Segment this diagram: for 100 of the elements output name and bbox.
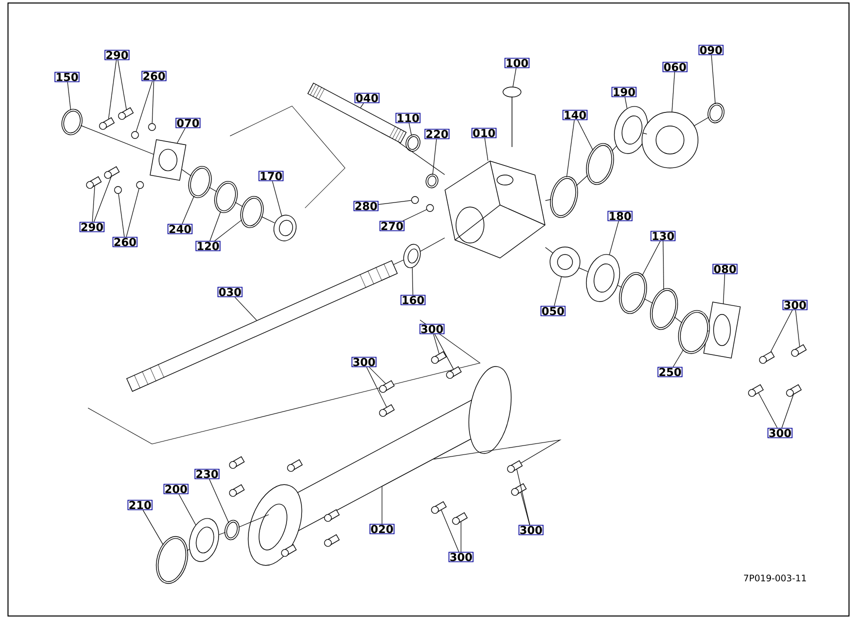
bolt	[511, 483, 527, 496]
center-line	[706, 330, 710, 332]
gearbox-housing	[444, 160, 546, 258]
leader-line	[441, 510, 460, 552]
bolt	[229, 456, 245, 469]
callout-number: 300	[782, 300, 808, 310]
callout-number: 260	[142, 70, 166, 82]
o-ring	[240, 196, 264, 228]
callout-number: 240	[168, 224, 192, 234]
nut	[114, 186, 122, 194]
center-line	[545, 199, 552, 201]
callout-number: 210	[128, 500, 152, 510]
center-line	[694, 116, 710, 126]
leader-line	[214, 220, 242, 242]
callout-number: 030	[218, 286, 242, 298]
callout-number: 190	[612, 86, 636, 98]
leader-line	[770, 310, 793, 352]
bolt	[99, 117, 115, 130]
leader-line	[366, 366, 387, 408]
o-ring	[650, 288, 678, 330]
center-line	[261, 216, 276, 224]
center-line	[420, 238, 445, 252]
callout-number: 160	[400, 294, 426, 306]
callout-number: 300	[448, 552, 474, 562]
leader-line	[108, 60, 117, 120]
callout-number: 060	[662, 62, 688, 72]
callout-number: 180	[608, 210, 632, 222]
bearing	[403, 244, 421, 268]
callout-number: 120	[196, 240, 220, 252]
leader-line	[432, 138, 437, 176]
bolt	[287, 459, 303, 472]
callout-number: 200	[164, 484, 188, 494]
o-ring	[406, 134, 420, 152]
leader-line	[118, 60, 127, 110]
leader-line	[118, 194, 125, 238]
leader-line	[520, 492, 530, 526]
leader-line	[92, 186, 96, 222]
callout-number: 220	[424, 128, 450, 140]
center-line	[238, 514, 270, 528]
o-ring	[224, 520, 240, 540]
center-line	[578, 268, 588, 272]
bolt	[281, 544, 297, 557]
leader-line	[408, 122, 412, 136]
filler-plug	[502, 86, 522, 148]
bolt	[379, 404, 395, 417]
callout-number: 050	[540, 306, 566, 316]
leader-line	[609, 220, 619, 255]
bolt	[431, 501, 447, 514]
leader-line	[94, 176, 112, 222]
leader-line	[234, 296, 257, 321]
center-line	[674, 316, 682, 324]
leader-line	[402, 209, 427, 222]
callout-number: 290	[80, 222, 104, 232]
nut	[411, 196, 419, 204]
leader-line	[516, 469, 530, 526]
o-ring	[426, 174, 438, 188]
leader-line	[795, 310, 800, 347]
bolt	[446, 366, 462, 379]
bolt	[324, 509, 340, 522]
o-ring	[188, 166, 212, 198]
leader-line	[723, 274, 726, 304]
leader-line	[782, 394, 794, 428]
bolt	[759, 351, 775, 364]
bearing	[274, 214, 296, 242]
bolt	[104, 166, 120, 179]
center-line	[182, 169, 192, 176]
callout-number: 270	[380, 220, 404, 232]
callout-number: 260	[112, 236, 138, 248]
o-ring	[678, 310, 710, 354]
leader-line	[711, 54, 716, 104]
tube	[248, 366, 512, 566]
leader-line	[662, 240, 664, 290]
center-line	[218, 532, 226, 535]
callout-number: 300	[768, 428, 792, 438]
leader-line	[368, 366, 386, 384]
leader-line	[136, 80, 153, 132]
callout-number: 080	[712, 264, 738, 274]
flange-plate	[150, 139, 186, 181]
callout-number: 150	[54, 72, 80, 82]
bolt	[431, 351, 447, 364]
o-ring	[550, 176, 578, 218]
gear	[550, 246, 580, 278]
leader-line	[624, 96, 628, 109]
nut	[131, 131, 139, 139]
o-ring	[708, 102, 724, 124]
callout-number: 230	[194, 468, 220, 480]
callout-number: 170	[258, 170, 284, 182]
bolt	[507, 460, 523, 473]
leader-line	[209, 478, 230, 524]
center-line	[234, 202, 244, 208]
callout-number: 110	[396, 112, 420, 124]
center-line	[208, 186, 218, 192]
center-line	[611, 146, 617, 152]
o-ring	[156, 536, 188, 584]
flange-plate	[703, 302, 741, 358]
callout-number: 280	[354, 200, 378, 212]
leader-line	[642, 240, 661, 276]
leader-line	[360, 102, 364, 108]
callout-number: 100	[504, 58, 530, 68]
leader-line	[178, 494, 196, 526]
